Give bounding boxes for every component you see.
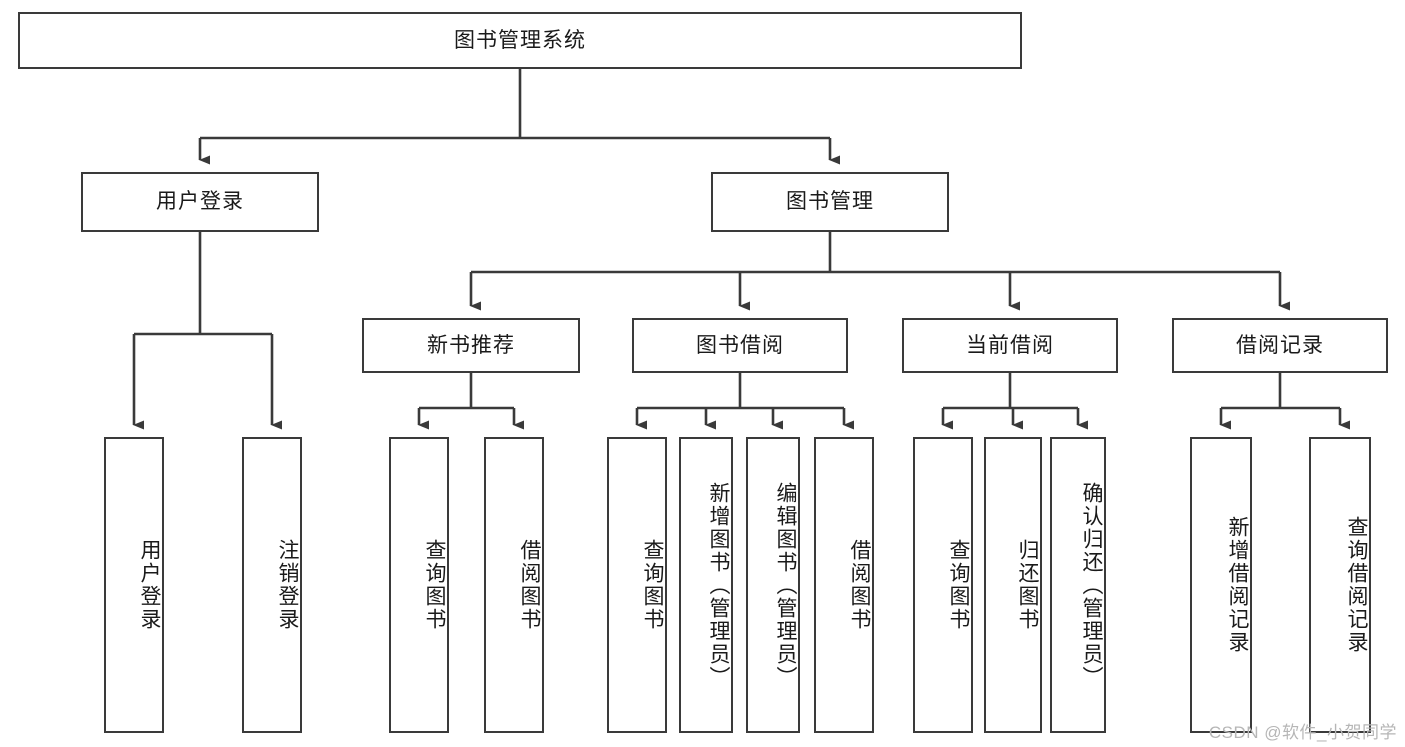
node-label: 查询图书 [423,539,446,631]
node-label: 借阅图书 [848,539,871,631]
node-label: 新增借阅记录 [1226,516,1249,654]
node-label: 归还图书 [1016,539,1039,631]
node-label: 用户登录 [156,190,244,214]
leaf-node-borrow-book-new-recommendation[interactable]: 借阅图书 [484,437,544,733]
node-label: 图书管理系统 [454,28,586,52]
node-label: 查询图书 [947,539,970,631]
node-new-book-recommendation[interactable]: 新书推荐 [362,318,580,373]
node-label: 新书推荐 [427,333,515,357]
node-label: 图书管理 [786,190,874,214]
node-label: 查询图书 [641,539,664,631]
node-book-management[interactable]: 图书管理 [711,172,949,232]
leaf-node-logout[interactable]: 注销登录 [242,437,302,733]
node-label: 注销登录 [276,539,299,631]
node-label: 当前借阅 [966,333,1054,357]
node-label: 新增图书（管理员） [707,481,730,689]
node-current-borrowing[interactable]: 当前借阅 [902,318,1118,373]
node-label: 确认归还（管理员） [1080,481,1103,689]
leaf-node-return-book[interactable]: 归还图书 [984,437,1042,733]
node-label: 编辑图书（管理员） [774,481,797,689]
node-label: 用户登录 [138,539,161,631]
leaf-node-edit-book-admin[interactable]: 编辑图书（管理员） [746,437,800,733]
node-label: 借阅图书 [518,539,541,631]
node-book-management-system[interactable]: 图书管理系统 [18,12,1022,69]
node-label: 图书借阅 [696,333,784,357]
leaf-node-query-book-current[interactable]: 查询图书 [913,437,973,733]
node-label: 查询借阅记录 [1345,516,1368,654]
leaf-node-user-login[interactable]: 用户登录 [104,437,164,733]
node-user-login[interactable]: 用户登录 [81,172,319,232]
leaf-node-query-book-new-recommendation[interactable]: 查询图书 [389,437,449,733]
leaf-node-add-book-admin[interactable]: 新增图书（管理员） [679,437,733,733]
leaf-node-query-book-borrowing[interactable]: 查询图书 [607,437,667,733]
leaf-node-confirm-return-admin[interactable]: 确认归还（管理员） [1050,437,1106,733]
leaf-node-borrow-book-borrowing[interactable]: 借阅图书 [814,437,874,733]
node-label: 借阅记录 [1236,333,1324,357]
node-book-borrowing[interactable]: 图书借阅 [632,318,848,373]
leaf-node-add-borrow-record[interactable]: 新增借阅记录 [1190,437,1252,733]
node-borrowing-record[interactable]: 借阅记录 [1172,318,1388,373]
leaf-node-query-borrow-record[interactable]: 查询借阅记录 [1309,437,1371,733]
